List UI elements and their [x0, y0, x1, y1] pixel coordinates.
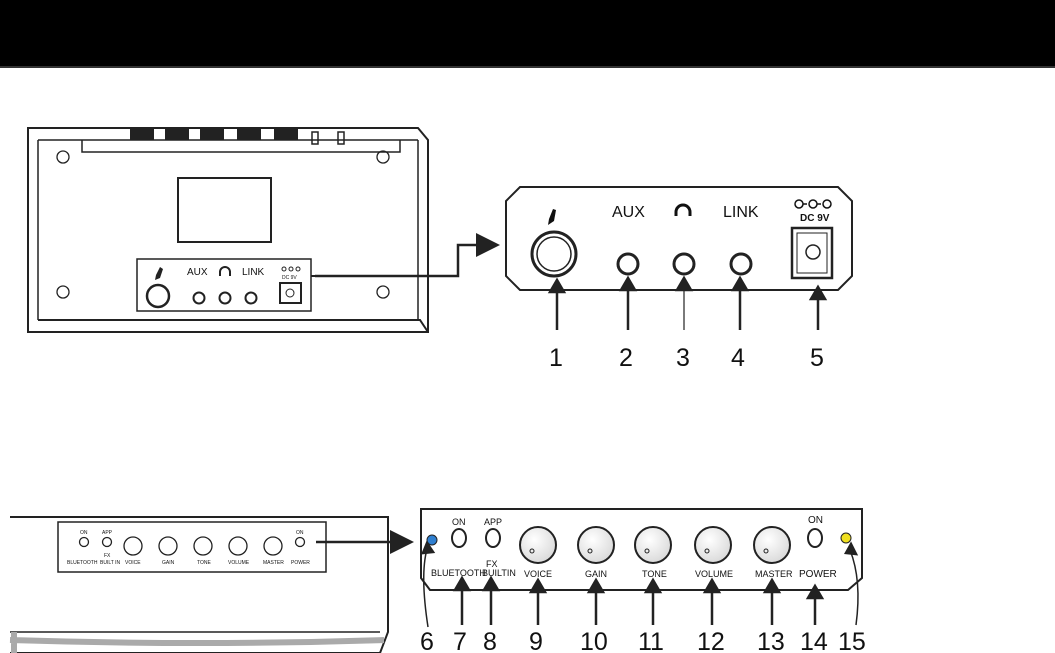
- small-on-left-label: ON: [80, 530, 88, 536]
- callout-6: 6: [420, 628, 434, 653]
- callout-1: 1: [549, 344, 563, 372]
- app-label: APP: [484, 517, 502, 527]
- dc-label: DC 9V: [800, 213, 830, 224]
- link-label: LINK: [723, 204, 759, 221]
- small-tone-label: TONE: [197, 560, 211, 566]
- small-on-right-label: ON: [296, 530, 304, 536]
- callout-2: 2: [619, 344, 633, 372]
- small-power-label: POWER: [291, 560, 310, 566]
- small-master-label: MASTER: [263, 560, 284, 566]
- small-fx-label: FX: [104, 553, 111, 559]
- callout-4: 4: [731, 344, 745, 372]
- on-left-label: ON: [452, 517, 466, 527]
- rear-dc-label: DC 9V: [282, 275, 297, 281]
- bluetooth-label: BLUETOOTH: [431, 568, 486, 578]
- callout-12: 12: [697, 628, 725, 653]
- small-builtin-label: BUILT IN: [100, 560, 120, 566]
- callout-8: 8: [483, 628, 497, 653]
- master-knob: [754, 527, 790, 563]
- callout-13: 13: [757, 628, 785, 653]
- master-label: MASTER: [755, 569, 793, 579]
- rear-panel-small: AUX LINK DC 9V: [28, 128, 428, 332]
- rear-link-label: LINK: [242, 267, 265, 278]
- rear-callout-numbers: 1 2 3 4 5: [549, 344, 824, 372]
- tone-knob: [635, 527, 671, 563]
- volume-label: VOLUME: [695, 569, 733, 579]
- small-voice-label: VOICE: [125, 560, 141, 566]
- callout-15: 15: [838, 628, 866, 653]
- on-right-label: ON: [808, 515, 823, 526]
- voice-knob: [520, 527, 556, 563]
- small-app-label: APP: [102, 530, 113, 536]
- small-bluetooth-label: BLUETOOTH: [67, 560, 98, 566]
- aux-label: AUX: [612, 204, 645, 221]
- power-label: POWER: [799, 569, 837, 580]
- callout-11: 11: [638, 628, 664, 653]
- callout-14: 14: [800, 628, 828, 653]
- callout-9: 9: [529, 628, 543, 653]
- tone-label: TONE: [642, 569, 667, 579]
- top-callout-numbers: 6 7 8 9 10 11 12 13 14 15: [420, 628, 866, 653]
- small-volume-label: VOLUME: [228, 560, 250, 566]
- callout-3: 3: [676, 344, 690, 372]
- rear-aux-label: AUX: [187, 267, 208, 278]
- callout-7: 7: [453, 628, 467, 653]
- callout-10: 10: [580, 628, 608, 653]
- power-led: [841, 533, 851, 543]
- builtin-label: BUILTIN: [482, 568, 516, 578]
- gain-label: GAIN: [585, 569, 607, 579]
- callout-5: 5: [810, 344, 824, 372]
- small-gain-label: GAIN: [162, 560, 175, 566]
- rear-panel-detail: AUX LINK DC 9V: [506, 187, 852, 290]
- volume-knob: [695, 527, 731, 563]
- gain-knob: [578, 527, 614, 563]
- voice-label: VOICE: [524, 569, 552, 579]
- top-panel-detail: ON APP FX BLUETOOTH BUILTIN VOICE GAIN T…: [421, 509, 862, 590]
- top-panel-small: ON APP FX BLUETOOTH BUILT IN VOICE GAIN …: [10, 517, 388, 653]
